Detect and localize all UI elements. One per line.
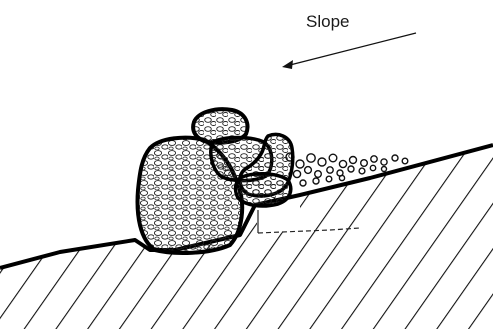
lower-boulder xyxy=(236,174,291,206)
slope-arrow xyxy=(282,33,416,69)
slope-label: Slope xyxy=(306,12,349,31)
